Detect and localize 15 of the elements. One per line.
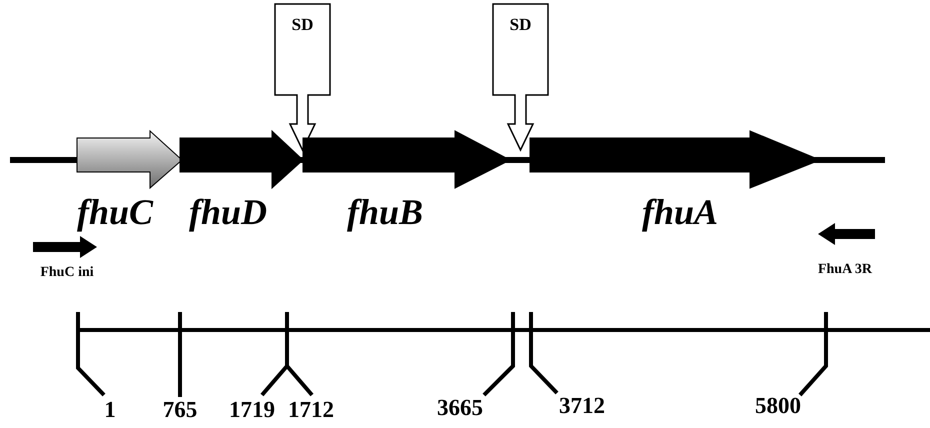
callout-label: SD bbox=[508, 16, 532, 33]
gene-name: fhuC bbox=[76, 194, 154, 230]
position-number: 1712 bbox=[287, 398, 335, 421]
primer-name: FhuA 3R bbox=[816, 263, 874, 277]
position-number: 5800 bbox=[754, 394, 802, 417]
position-number: 3665 bbox=[436, 396, 484, 419]
position-number: 1719 bbox=[228, 398, 276, 421]
gene-name: fhuD bbox=[188, 194, 268, 230]
position-number: 765 bbox=[162, 398, 198, 421]
gene-name: fhuB bbox=[346, 194, 424, 230]
position-number: 1 bbox=[103, 398, 117, 421]
callout-label: SD bbox=[290, 16, 314, 33]
gene-name: fhuA bbox=[640, 194, 720, 230]
primer-name: FhuC ini bbox=[39, 266, 95, 280]
position-number: 3712 bbox=[558, 394, 606, 417]
